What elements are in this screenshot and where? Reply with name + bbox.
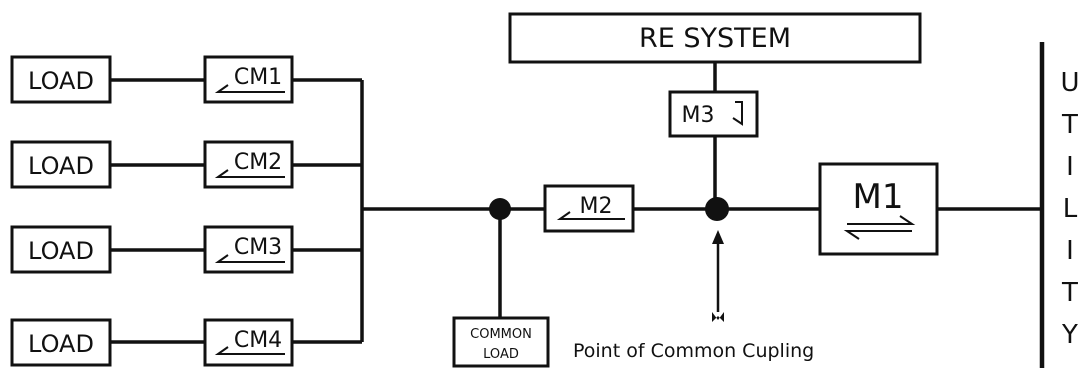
common-load-label-line1: COMMON bbox=[470, 327, 532, 342]
junction-dot-left bbox=[489, 198, 511, 220]
re-system-label: RE SYSTEM bbox=[639, 23, 791, 54]
cm4-label: CM4 bbox=[234, 328, 282, 353]
load-box-1 bbox=[10, 55, 112, 104]
m2-direction-arrow bbox=[556, 211, 625, 220]
m1-bidirectional-arrow bbox=[843, 215, 916, 240]
m2-box bbox=[543, 184, 635, 233]
cm1-direction-arrow bbox=[214, 84, 285, 93]
load-label-2: LOAD bbox=[28, 152, 94, 180]
cm4-box bbox=[203, 318, 294, 367]
m1-label: M1 bbox=[853, 177, 904, 217]
utility-letter-2: I bbox=[1066, 152, 1074, 182]
cm1-box bbox=[203, 55, 294, 104]
load-box-2 bbox=[10, 140, 112, 189]
cm3-direction-arrow bbox=[214, 254, 285, 263]
load-box-4 bbox=[10, 318, 112, 367]
pcc-pointer-arrow bbox=[712, 230, 724, 322]
utility-letter-0: U bbox=[1060, 68, 1079, 98]
cm2-label: CM2 bbox=[234, 150, 282, 175]
cm4-direction-arrow bbox=[214, 346, 285, 355]
utility-letter-6: Y bbox=[1061, 320, 1078, 350]
cm2-direction-arrow bbox=[214, 169, 285, 178]
load-label-1: LOAD bbox=[28, 67, 94, 95]
cm3-label: CM3 bbox=[234, 235, 282, 260]
utility-label: U T I L I T Y bbox=[1060, 68, 1079, 350]
cm1-label: CM1 bbox=[234, 65, 282, 90]
m1-box bbox=[818, 162, 939, 256]
load-label-3: LOAD bbox=[28, 237, 94, 265]
pcc-junction-dot bbox=[705, 197, 729, 221]
cm2-box bbox=[203, 140, 294, 189]
utility-letter-3: L bbox=[1063, 194, 1078, 224]
load-box-3 bbox=[10, 225, 112, 274]
m3-direction-arrow bbox=[732, 101, 743, 126]
m3-label: M3 bbox=[682, 103, 715, 128]
m2-label: M2 bbox=[580, 194, 613, 219]
utility-letter-5: T bbox=[1061, 278, 1078, 308]
utility-letter-1: T bbox=[1061, 110, 1078, 140]
common-load-box bbox=[452, 316, 550, 368]
common-load-label-line2: LOAD bbox=[483, 347, 519, 362]
load-label-4: LOAD bbox=[28, 330, 94, 358]
cm3-box bbox=[203, 225, 294, 274]
utility-letter-4: I bbox=[1066, 236, 1074, 266]
re-system-box bbox=[508, 12, 922, 64]
pcc-label: Point of Common Cupling bbox=[573, 340, 814, 362]
